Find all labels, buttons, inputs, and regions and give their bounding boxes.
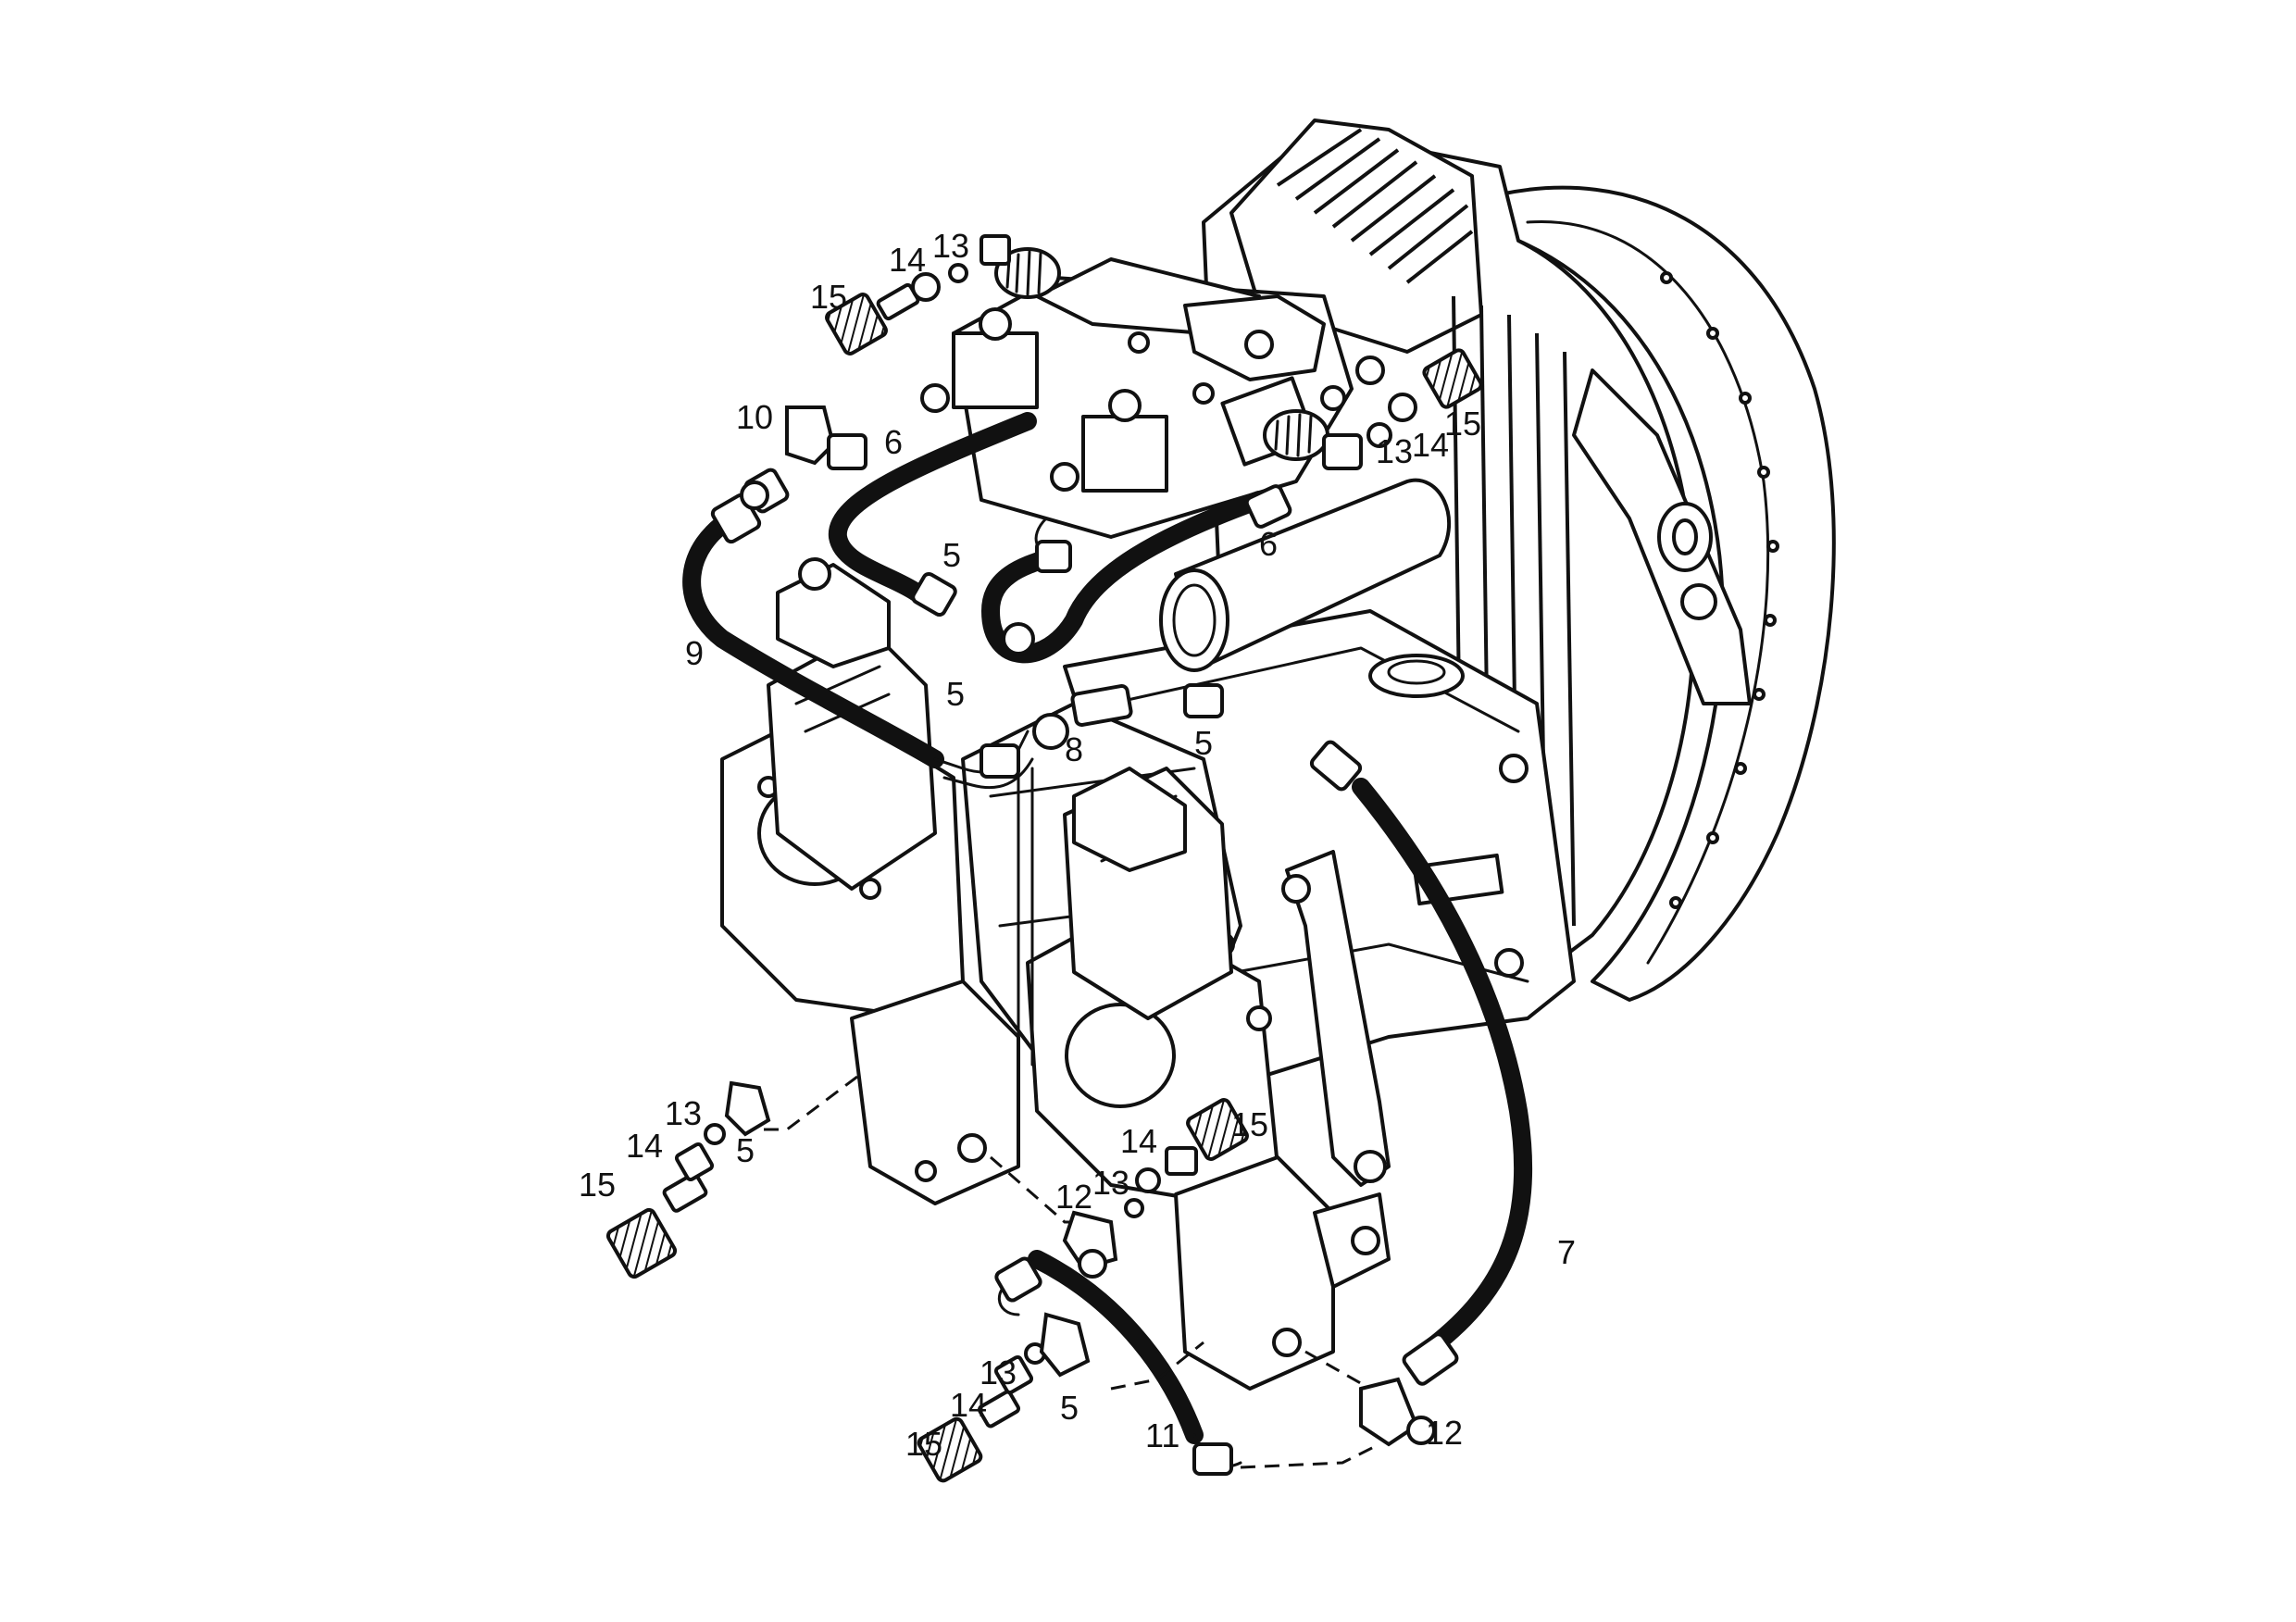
hose-9: [682, 509, 944, 768]
hose-7: [1352, 778, 1533, 1361]
right-valve-cap: [1072, 767, 1187, 872]
cover-fins: [1276, 128, 1474, 284]
tube-vertical-left: [1017, 767, 1034, 1067]
callout-5: 5: [942, 536, 961, 574]
flywheel-ring-edge: [1526, 219, 1770, 965]
elbow-fitting-10: [740, 406, 867, 510]
hose-11: [1028, 1250, 1204, 1444]
callout-12: 12: [1426, 1414, 1463, 1452]
solenoid-valve-center: [1081, 415, 1168, 493]
callout-14: 14: [1412, 426, 1449, 464]
callout-13: 13: [932, 227, 969, 265]
accumulator-cylinder: [1174, 478, 1451, 668]
callout-13: 13: [665, 1094, 702, 1132]
callout-6: 6: [1259, 525, 1278, 563]
eye-bolt: [1680, 583, 1717, 620]
hose-6-upper: [828, 412, 1037, 602]
hoses: [682, 412, 1533, 1444]
callout-9: 9: [685, 634, 704, 672]
left-valve-cap: [776, 563, 891, 668]
callout-13: 13: [1092, 1164, 1129, 1202]
callout-13: 13: [1376, 432, 1413, 470]
test-port-upper-right: [1320, 348, 1483, 470]
callout-5: 5: [946, 675, 965, 713]
test-port-bottom-left: [917, 1312, 1091, 1483]
test-port-left: [605, 1080, 771, 1279]
callout-8: 8: [1065, 730, 1083, 768]
flywheel-bolts: [1660, 271, 1779, 909]
callout-5: 5: [736, 1131, 755, 1169]
hose-6-lower: [981, 491, 1268, 664]
callout-14: 14: [950, 1386, 987, 1424]
callout-10: 10: [736, 398, 773, 436]
callout-5: 5: [1194, 724, 1213, 762]
callout-labels: 15 14 13 10 6 5 6 13 14 15 9 5 8 5 13 14…: [579, 227, 1576, 1463]
threaded-plug-top: [994, 247, 1061, 299]
callout-15: 15: [810, 278, 847, 316]
threaded-plug-right: [1263, 409, 1329, 461]
callout-7: 7: [1557, 1233, 1576, 1271]
test-port-top-left: [825, 234, 1011, 356]
tube-hose-9-b: [942, 757, 1034, 790]
valve-block: [920, 247, 1451, 672]
leader-lines: [764, 1072, 1380, 1469]
solenoid-valve-left: [952, 331, 1039, 409]
callout-15: 15: [579, 1166, 616, 1204]
callout-15: 15: [1231, 1105, 1268, 1143]
callout-14: 14: [1120, 1122, 1157, 1160]
test-port-center: [1062, 1098, 1249, 1279]
callout-13: 13: [980, 1354, 1017, 1391]
tee-fitting-12: [1359, 1377, 1436, 1447]
callout-14: 14: [889, 241, 926, 279]
callout-11: 11: [1145, 1416, 1179, 1454]
right-clutch-bore: [1065, 1003, 1176, 1108]
callout-12: 12: [1055, 1178, 1092, 1216]
callout-15: 15: [905, 1425, 942, 1463]
flywheel-ring: [1498, 185, 1836, 1002]
callout-15: 15: [1444, 405, 1481, 443]
callout-6: 6: [884, 423, 903, 461]
callout-5: 5: [1060, 1389, 1079, 1427]
callout-14: 14: [626, 1127, 663, 1165]
